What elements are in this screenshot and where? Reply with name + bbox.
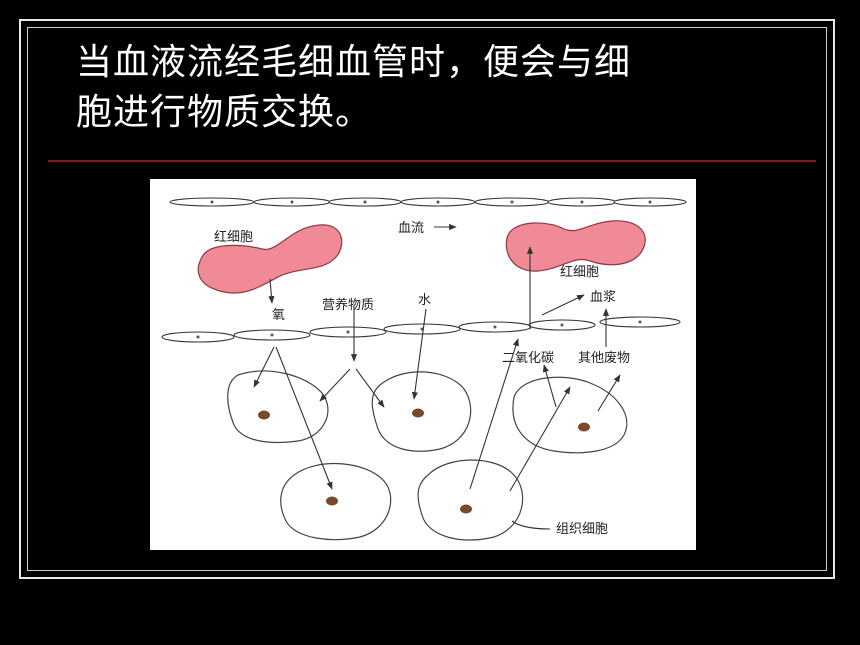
tissue-cell-3 — [512, 376, 628, 454]
arrow-co2-b — [509, 386, 571, 492]
arrow-co2-a — [469, 338, 519, 490]
label-nutrients: 营养物质 — [322, 297, 374, 313]
label-oxygen: 氧 — [272, 308, 285, 323]
label-tissue-cell: 组织细胞 — [556, 522, 608, 537]
outer-frame — [19, 19, 835, 579]
arrow-oxygen-a — [253, 346, 275, 388]
title-line-2: 胞进行物质交换。 — [76, 92, 373, 133]
label-blood-flow: 血流 — [398, 221, 424, 236]
label-red-cell-left: 红细胞 — [214, 229, 253, 245]
inner-frame — [27, 27, 827, 571]
arrow-water — [411, 308, 427, 400]
label-red-cell-right: 红细胞 — [560, 264, 599, 280]
red-blood-cell-left — [197, 224, 343, 294]
label-co2: 二氧化碳 — [502, 351, 554, 366]
title-line-1: 当血液流经毛细血管时，便会与细 — [76, 42, 632, 83]
title-divider — [48, 160, 816, 162]
arrow-oxygen-b — [275, 346, 333, 490]
arrow-nutrient-c — [355, 368, 385, 408]
exchange-arrows — [253, 223, 621, 492]
tissue-cell-1 — [227, 370, 329, 444]
arrow-waste — [597, 374, 621, 412]
capillary-exchange-diagram: 红细胞 血流 红细胞 血浆 氧 营养物质 水 二氧化碳 其他废物 组织细胞 — [150, 179, 696, 550]
arrow-rbc-to-wall — [268, 278, 275, 304]
tissue-cells — [227, 370, 628, 541]
red-blood-cell-right — [505, 220, 646, 272]
slide-title: 当血液流经毛细血管时，便会与细 胞进行物质交换。 — [76, 38, 776, 138]
label-other-waste: 其他废物 — [578, 350, 630, 366]
arrow-waste-b — [542, 364, 557, 408]
arrow-nutrient-b — [319, 368, 351, 402]
arrow-plasma — [541, 294, 585, 316]
cell-nuclei — [258, 408, 590, 514]
tissue-cell-5 — [417, 459, 524, 541]
capillary-wall-top — [169, 197, 687, 207]
tissue-cell-pointer — [511, 520, 551, 530]
label-water: 水 — [418, 293, 431, 308]
diagram-svg: 红细胞 血流 红细胞 血浆 氧 营养物质 水 二氧化碳 其他废物 组织细胞 — [161, 197, 687, 541]
label-plasma: 血浆 — [590, 290, 616, 305]
